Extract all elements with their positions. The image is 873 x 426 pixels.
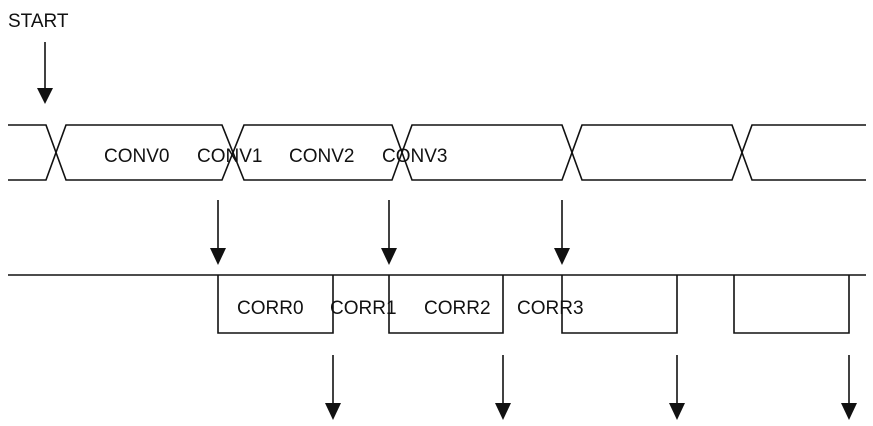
corr-label-0: CORR0: [237, 298, 304, 319]
conv-label-1: CONV1: [197, 146, 262, 167]
corr-label-2: CORR2: [424, 298, 491, 319]
conv-label-2: CONV2: [289, 146, 354, 167]
output-arrow-3-icon: [669, 355, 685, 420]
start-label: START: [8, 11, 69, 32]
conv-to-corr-arrow-1-icon: [210, 200, 226, 265]
correction-signal: [8, 274, 866, 334]
conv-label-3: CONV3: [382, 146, 447, 167]
corr-label-3: CORR3: [517, 298, 584, 319]
output-arrow-4-icon: [841, 355, 857, 420]
conv-label-0: CONV0: [104, 146, 169, 167]
corr-label-1: CORR1: [330, 298, 397, 319]
start-arrow-icon: [37, 42, 53, 104]
conversion-bus: [8, 124, 866, 181]
output-arrow-1-icon: [325, 355, 341, 420]
output-arrow-2-icon: [495, 355, 511, 420]
conv-to-corr-arrow-3-icon: [554, 200, 570, 265]
conv-to-corr-arrow-2-icon: [381, 200, 397, 265]
